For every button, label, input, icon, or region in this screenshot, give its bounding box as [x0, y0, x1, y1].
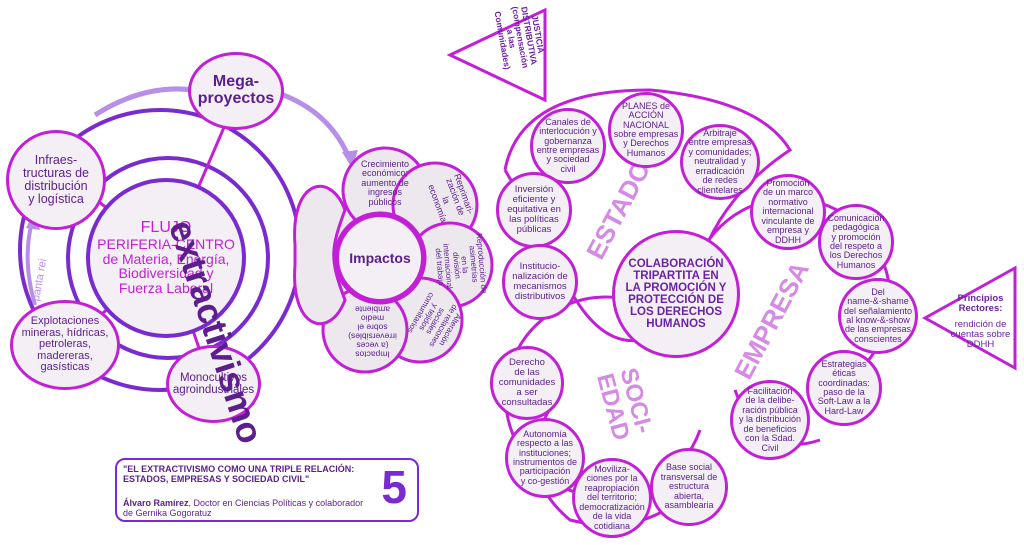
infraestructuras-label: Infraes- tructuras de distribución y log…: [22, 152, 89, 207]
petal-crecimiento: Crecimiento económico; aumento de ingres…: [360, 159, 409, 207]
impactos-label: Impactos: [349, 249, 411, 266]
empresa-node-label: Promoción de un marco normativo internac…: [761, 177, 815, 245]
caption-box: "EL EXTRACTIVISMO COMO UNA TRIPLE RELACI…: [115, 458, 419, 522]
empresa-node-name-shame: Del name-&-shame del señalamiento al kno…: [838, 278, 918, 354]
estados-node-label: Arbitraje entre empresas y comunidades; …: [688, 127, 752, 195]
empresa-node-comunicacion: Comunicación pedagógica y promoción del …: [818, 204, 894, 280]
explotaciones-node: Explotaciones mineras, hídricas, petrole…: [10, 300, 120, 390]
caption-author-line: Álvaro Ramírez, Doctor en Ciencias Polít…: [123, 488, 411, 519]
empresa-node-label: Del name-&-shame del señalamiento al kno…: [843, 286, 913, 344]
estados-node-label: PLANES de ACCIÓN NACIONAL sobre empresas…: [613, 100, 679, 158]
flujo-title: FLUJO: [140, 219, 192, 237]
principios-rectores-body: rendición de cuentas sobre DDHH: [950, 319, 1011, 350]
caption-number: 5: [381, 461, 407, 513]
flujo-node: FLUJO PERIFERIA-CENTRO de Materia, Energ…: [86, 178, 246, 338]
colaboracion-label: COLABORACIÓN TRIPARTITA EN LA PROMOCIÓN …: [625, 257, 727, 331]
caption-author: Álvaro Ramírez: [123, 498, 189, 509]
empresa-node-label: Comunicación pedagógica y promoción del …: [827, 212, 885, 270]
flujo-body: PERIFERIA-CENTRO de Materia, Energía, Bi…: [97, 236, 235, 297]
sociedad-node-label: Moviliza- ciones por la reapropiación de…: [579, 463, 645, 531]
sociedad-node-base-social: Base social transversal de estructura ab…: [650, 448, 728, 526]
estados-node-label: Inversión eficiente y equitativa en las …: [507, 184, 561, 235]
estados-node-label: Institucio- nalización de mecanismos dis…: [512, 261, 568, 302]
explotaciones-label: Explotaciones mineras, hídricas, petrole…: [21, 315, 109, 374]
megaproyectos-node: Mega- proyectos: [188, 52, 284, 130]
caption-author-rest: , Doctor en Ciencias Políticas y colabor…: [123, 498, 364, 519]
empresa-node-label: Estrategias éticas coordinadas: paso de …: [817, 358, 871, 416]
estados-node-label: Canales de interlocución y gobernanza en…: [536, 116, 600, 174]
empresa-node-label: Facilitación de la delibe- ración públic…: [738, 385, 802, 453]
estados-node-institucionalizacion: Institucio- nalización de mecanismos dis…: [502, 244, 578, 320]
estados-node-arbitraje: Arbitraje entre empresas y comunidades; …: [680, 124, 760, 200]
sociedad-node-label: Base social transversal de estructura ab…: [660, 462, 718, 511]
empresa-node-marco: Promoción de un marco normativo internac…: [750, 174, 826, 250]
sociedad-node-derecho: Derecho de las comunidades a ser consult…: [490, 346, 564, 420]
sociedad-node-movilizaciones: Moviliza- ciones por la reapropiación de…: [572, 458, 652, 538]
caption-title: "EL EXTRACTIVISMO COMO UNA TRIPLE RELACI…: [123, 464, 355, 485]
impactos-node: Impactos: [336, 214, 424, 302]
estados-node-canales: Canales de interlocución y gobernanza en…: [530, 108, 606, 184]
estados-node-inversion: Inversión eficiente y equitativa en las …: [496, 172, 572, 248]
estados-node-planes: PLANES de ACCIÓN NACIONAL sobre empresas…: [608, 92, 684, 168]
monocultivos-node: Monocultivos agroindustriales: [166, 345, 261, 423]
empresa-node-facilitacion: Facilitación de la delibe- ración públic…: [730, 380, 810, 460]
empresa-node-estrategias: Estrategias éticas coordinadas: paso de …: [806, 350, 882, 426]
principios-rectores-title: Principios Rectores:: [957, 293, 1004, 314]
monocultivos-label: Monocultivos agroindustriales: [172, 371, 255, 396]
sociedad-node-label: Derecho de las comunidades a ser consult…: [498, 357, 556, 408]
sociedad-node-label: Autonomía respecto a las instituciones; …: [512, 428, 578, 486]
petal-medio-ambiente: Impactos (a veces irreversibles) sobre e…: [348, 304, 397, 360]
megaproyectos-label: Mega- proyectos: [197, 73, 275, 107]
infraestructuras-node: Infraes- tructuras de distribución y log…: [6, 130, 106, 230]
sociedad-node-autonomia: Autonomía respecto a las instituciones; …: [505, 418, 585, 498]
colaboracion-tripartita-node: COLABORACIÓN TRIPARTITA EN LA PROMOCIÓN …: [612, 230, 740, 358]
